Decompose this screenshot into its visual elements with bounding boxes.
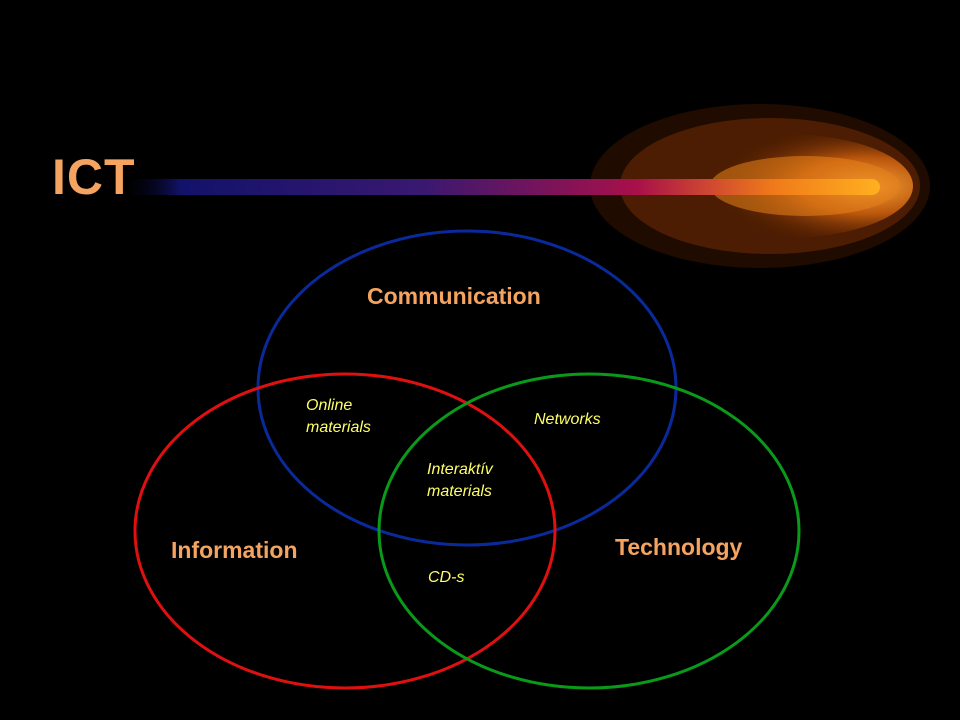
information-circle: [133, 372, 557, 690]
interactive-materials-label: Interaktív materials: [427, 461, 493, 500]
slide-title: ICT: [52, 149, 136, 205]
comet-decoration: [120, 104, 930, 268]
cds-label: CD-s: [428, 569, 465, 586]
technology-label: Technology: [615, 534, 743, 560]
information-label: Information: [171, 537, 298, 563]
communication-label: Communication: [367, 283, 541, 309]
comet-streak: [120, 179, 880, 195]
technology-circle: [377, 372, 801, 690]
online-materials-label: Online materials: [306, 397, 371, 436]
networks-label: Networks: [534, 411, 601, 428]
